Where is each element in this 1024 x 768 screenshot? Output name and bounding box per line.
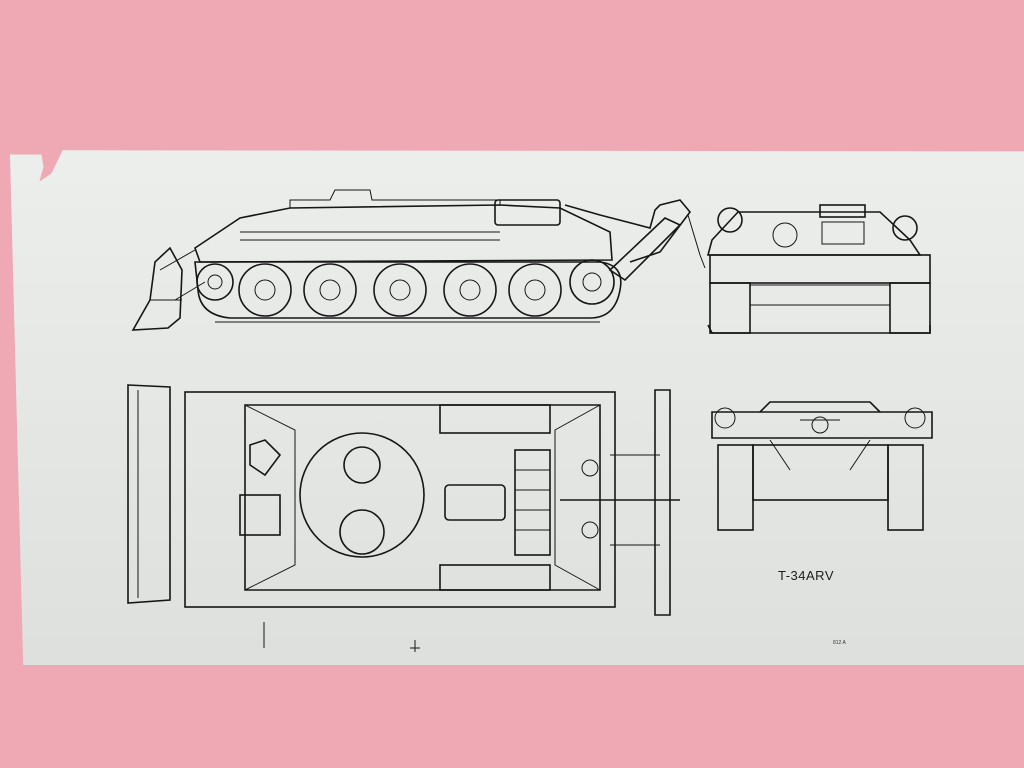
commander-hatch	[343, 446, 381, 484]
stowage-box-top-lower	[439, 564, 551, 591]
rear-turret-line	[759, 401, 881, 413]
glacis-lines-top	[244, 404, 601, 591]
rear-hull-plate	[752, 444, 889, 501]
track-side	[194, 261, 622, 319]
front-cupola	[819, 204, 866, 218]
front-track-left	[709, 282, 751, 334]
crane-cable	[687, 214, 706, 269]
road-wheel-5	[508, 263, 562, 317]
road-wheel-2-hub	[319, 279, 341, 301]
hull-side	[194, 204, 613, 263]
front-hatch	[772, 222, 798, 248]
road-wheel-3	[373, 263, 427, 317]
superstructure-side	[289, 189, 501, 208]
dozer-blade-top	[127, 384, 171, 604]
hull-lines-side	[240, 231, 500, 241]
front-light-left	[717, 207, 743, 233]
engine-grille	[514, 449, 551, 556]
sprocket-hub-rear	[582, 272, 602, 292]
rear-crane-struts	[769, 419, 871, 471]
crane-jib	[564, 199, 692, 263]
front-track-right	[889, 282, 931, 334]
turret-ring-top	[299, 432, 425, 558]
engine-hatch-top	[444, 484, 506, 521]
top-view	[127, 384, 680, 616]
center-mark	[410, 640, 420, 652]
drawing-caption: T-34ARV	[778, 568, 835, 583]
stowage-box-side	[494, 199, 561, 226]
rear-winch	[811, 416, 829, 434]
stowage-box-top-upper	[439, 404, 551, 434]
road-wheel-1-hub	[254, 279, 276, 301]
blade-arms-side	[150, 249, 206, 301]
paper-sheet	[10, 150, 1024, 665]
dozer-blade-side	[131, 246, 183, 331]
front-lower-hull	[749, 284, 891, 306]
sprocket-hub-front	[207, 274, 223, 290]
rear-tank-left	[714, 407, 736, 429]
drive-sprocket-rear	[569, 259, 615, 305]
front-blade-bottom	[707, 324, 931, 334]
side-view	[131, 189, 706, 331]
grille-lines	[515, 469, 550, 531]
front-plate	[821, 221, 865, 245]
rear-fitting-2	[581, 521, 599, 539]
headlight-shape-top	[249, 439, 282, 477]
road-wheel-1	[238, 263, 292, 317]
rear-fitting-1	[581, 459, 599, 477]
road-wheel-4-hub	[459, 279, 481, 301]
rear-track-right	[887, 444, 924, 531]
rear-deck-line	[711, 411, 933, 439]
fine-print: 812 A	[833, 640, 846, 646]
road-wheel-4	[443, 263, 497, 317]
front-view	[706, 204, 931, 334]
crane-frame-top	[560, 389, 680, 616]
drive-sprocket-front	[196, 263, 234, 301]
front-light-right	[892, 215, 918, 241]
rear-view	[711, 401, 933, 531]
loader-hatch	[339, 509, 385, 555]
road-wheel-2	[303, 263, 357, 317]
front-hull-upper	[706, 211, 922, 256]
front-glacis	[709, 254, 931, 284]
road-wheel-3-hub	[389, 279, 411, 301]
rear-track-left	[717, 444, 754, 531]
rear-tank-right	[904, 407, 926, 429]
crane-supports-top	[610, 454, 660, 546]
paper-shading	[10, 150, 1024, 665]
road-wheel-5-hub	[524, 279, 546, 301]
front-equipment-top	[239, 494, 281, 536]
